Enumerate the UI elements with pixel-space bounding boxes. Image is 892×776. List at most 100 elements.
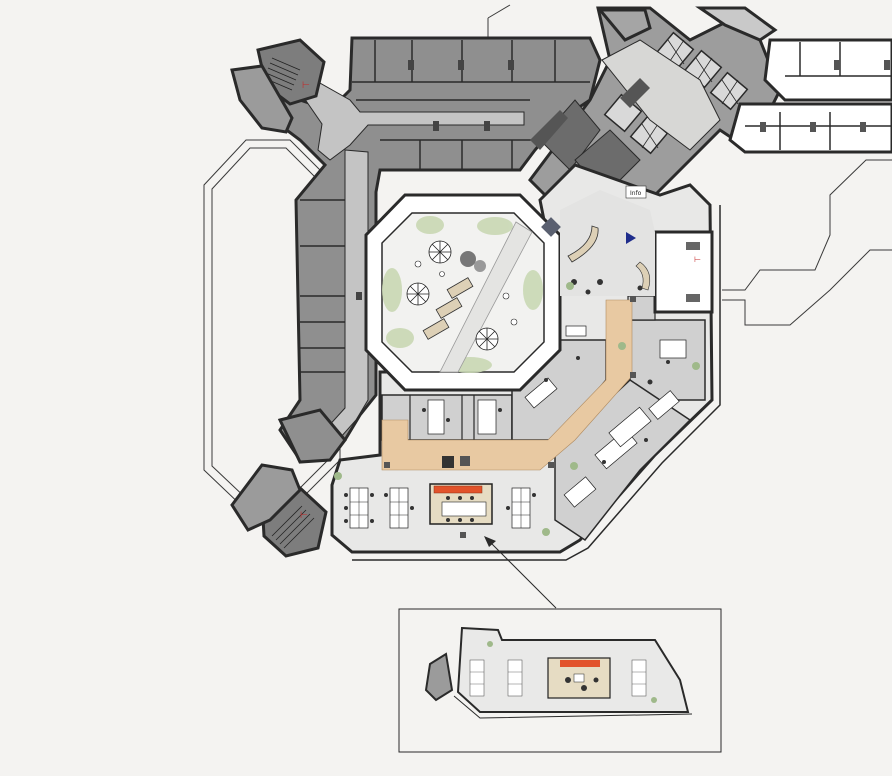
- column: [548, 462, 554, 468]
- info-sign: [625, 185, 647, 199]
- inset-stair: [424, 652, 454, 702]
- umbrella-table-icon: [475, 327, 499, 351]
- desk-icon: [563, 476, 597, 508]
- chair-icon: [666, 360, 670, 364]
- kitchenette-icon: [460, 456, 470, 466]
- column: [834, 60, 840, 70]
- east-site-line-2: [722, 249, 892, 326]
- chair-icon: [422, 408, 426, 412]
- kitchenette-icon: [442, 456, 454, 468]
- bistro-table-icon: [439, 271, 445, 277]
- chair-icon: [498, 408, 502, 412]
- plant-icon: [692, 362, 700, 370]
- chair-icon: [544, 378, 548, 382]
- chair-icon: [344, 519, 348, 523]
- detail-inset: [398, 608, 722, 753]
- west-stub: [277, 408, 347, 464]
- chairs: [344, 356, 670, 523]
- chair-icon: [644, 438, 648, 442]
- plant-icon: [618, 342, 626, 350]
- exit-sign-icon: ⊢: [300, 510, 308, 520]
- orange-bench-icon: [433, 485, 483, 494]
- north-site-line-2: [487, 4, 511, 19]
- chair-icon: [593, 677, 599, 683]
- ne-stair: [596, 8, 652, 42]
- core-lobby: [601, 39, 721, 151]
- collab-table-icon: [441, 501, 487, 517]
- chair-icon: [506, 506, 510, 510]
- chair-icon: [597, 279, 603, 285]
- tree-icon: [416, 216, 444, 234]
- wing-corridor: [299, 81, 525, 161]
- desk-icon: [427, 399, 445, 435]
- chair-icon: [647, 379, 653, 385]
- column: [433, 121, 439, 131]
- desk-icon: [565, 325, 587, 337]
- exit-sign-icon: ⊢: [694, 255, 701, 264]
- elevator-icon: [686, 294, 700, 302]
- ne-arm: [695, 6, 778, 42]
- tree-icon: [386, 328, 414, 348]
- column: [356, 292, 362, 300]
- chair-icon: [565, 677, 571, 683]
- column: [760, 122, 766, 132]
- chair-icon: [410, 506, 414, 510]
- column: [810, 122, 816, 132]
- column: [458, 60, 464, 70]
- nw-corridor-arm: [230, 64, 294, 134]
- plant-icon: [651, 697, 657, 703]
- facade-line: [352, 205, 721, 561]
- chair-icon: [446, 496, 450, 500]
- plant-icon: [566, 282, 574, 290]
- bistro-table-icon: [510, 318, 518, 326]
- desk-icon: [507, 659, 523, 697]
- desk-icon: [608, 406, 652, 448]
- orange-bench-icon: [560, 660, 600, 667]
- column: [508, 60, 514, 70]
- sw-corridor-arm: [230, 463, 302, 532]
- reception-floor: [560, 190, 655, 296]
- courtyard-path: [439, 221, 533, 373]
- chair-icon: [370, 493, 374, 497]
- bench-icon: [446, 277, 474, 299]
- east-site-line: [722, 159, 892, 291]
- column: [460, 532, 466, 538]
- exit-sign-icon: ⊢: [302, 80, 310, 90]
- umbrella-table-icon: [428, 240, 452, 264]
- chair-icon: [581, 685, 587, 691]
- desk-icon: [524, 377, 558, 409]
- desk-icon: [469, 659, 485, 697]
- stair-icon: [271, 505, 315, 549]
- chair-icon: [585, 289, 591, 295]
- column: [884, 60, 890, 70]
- column: [384, 462, 390, 468]
- column: [630, 296, 636, 302]
- reception-desk: [567, 225, 599, 263]
- wing-corridor-west: [324, 149, 369, 439]
- inset-facade: [453, 695, 693, 719]
- plant-icon: [334, 472, 342, 480]
- chair-icon: [470, 518, 474, 522]
- info-sign-label: Info: [630, 190, 642, 197]
- chair-icon: [470, 496, 474, 500]
- plant-icon: [570, 462, 578, 470]
- column: [408, 60, 414, 70]
- bench-icon: [435, 297, 463, 319]
- chair-icon: [458, 496, 462, 500]
- column: [860, 122, 866, 132]
- courtyard: [364, 193, 562, 392]
- bench-icon: [422, 318, 450, 340]
- chair-icon: [637, 285, 643, 291]
- desk-icon: [477, 399, 497, 435]
- plant-icon: [487, 641, 493, 647]
- inset-table: [573, 673, 585, 683]
- chair-icon: [532, 493, 536, 497]
- tree-icon: [382, 268, 402, 312]
- chair-icon: [602, 460, 606, 464]
- elevator-lobby-east: [653, 230, 714, 314]
- direction-arrow-icon: [484, 536, 496, 547]
- east-wing-upper: [763, 38, 892, 102]
- desk-icon: [659, 339, 687, 359]
- chair-icon: [344, 493, 348, 497]
